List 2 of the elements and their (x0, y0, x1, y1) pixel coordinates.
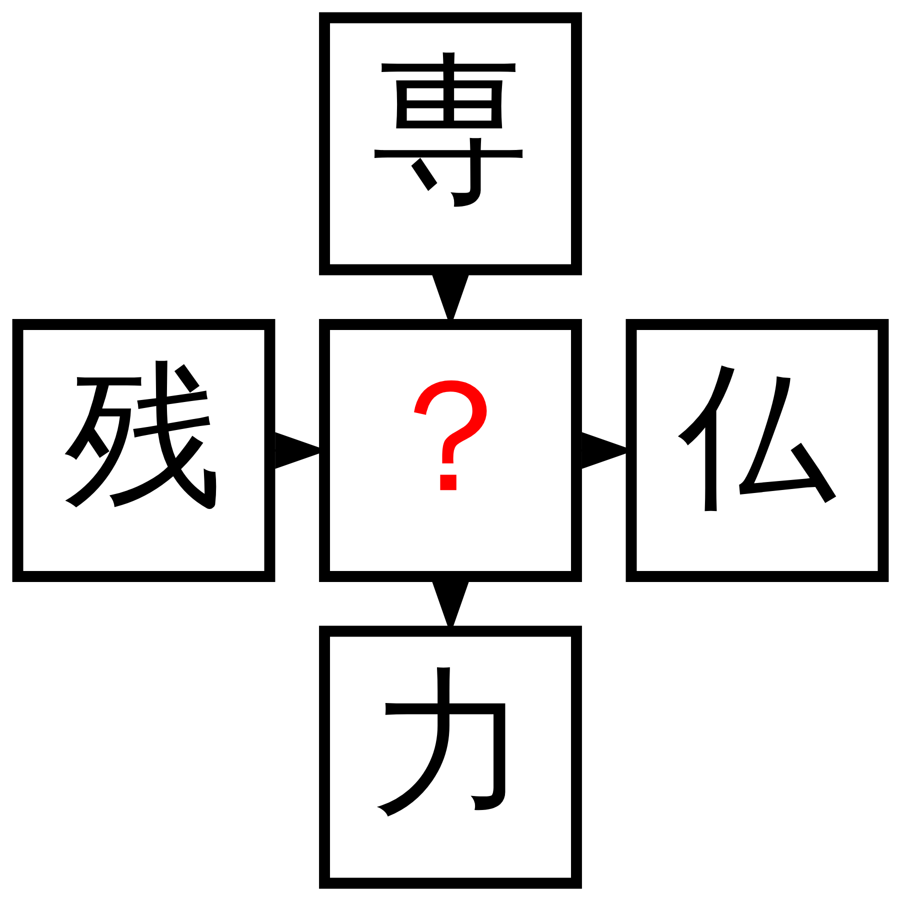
node-box: 力 (318, 625, 582, 888)
node-box: 仏 (625, 318, 888, 582)
